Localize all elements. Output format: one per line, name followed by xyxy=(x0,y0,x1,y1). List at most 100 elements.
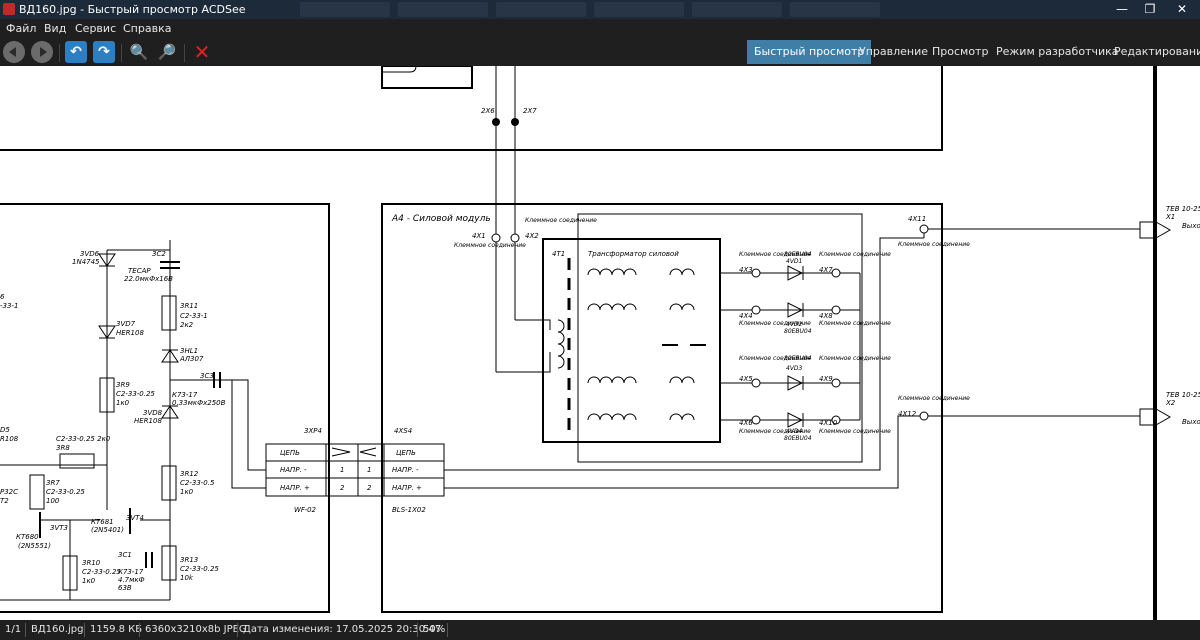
vd7-part: HER108 xyxy=(116,329,144,337)
zoom-in-icon[interactable]: 🔍 xyxy=(129,43,149,61)
socket-row-name: ЦЕПЬ xyxy=(396,449,416,457)
title-bar: ВД160.jpg - Быстрый просмотр ACDSee — ❐ … xyxy=(0,0,1200,19)
mode-edit[interactable]: Редактирование xyxy=(1114,45,1200,58)
diode2-in: 4X4 xyxy=(739,312,753,320)
r13-part: С2-33-0.25 xyxy=(180,565,219,573)
diode2-ref: 4VD2 xyxy=(786,321,803,328)
vt4-ref: 3VT4 xyxy=(126,514,144,522)
transformer-ref: 4T1 xyxy=(552,250,565,258)
diode2-part: 80EBU04 xyxy=(784,328,812,335)
minimize-button[interactable]: — xyxy=(1116,2,1128,16)
vt4-part: КТ681 xyxy=(91,518,114,526)
label-2x7: 2X7 xyxy=(523,107,537,115)
vt3-part: КТ680 xyxy=(16,533,39,541)
cut-text: D5 xyxy=(0,426,10,434)
plug-row-num: 1 xyxy=(340,466,344,474)
forward-icon[interactable] xyxy=(31,41,53,63)
cut-text: R108 xyxy=(0,435,19,443)
menu-file[interactable]: Файл xyxy=(6,22,37,35)
socket-part: BLS-1X02 xyxy=(392,506,426,514)
plug-row-num: 2 xyxy=(340,484,345,492)
cut-text: 6 xyxy=(0,293,5,301)
r7-part: С2-33-0.25 xyxy=(46,488,85,496)
socket-row-num: 2 xyxy=(367,484,372,492)
status-bar: 1/1 ВД160.jpg 1159.8 КБ 6360x3210x8b JPE… xyxy=(0,620,1200,640)
vt3-sub: (2N5551) xyxy=(18,542,51,550)
plug-row-name: НАПР. - xyxy=(280,466,307,474)
module-title: А4 - Силовой модуль xyxy=(391,214,491,224)
delete-icon[interactable]: ✕ xyxy=(193,40,211,64)
r9-val: 1к0 xyxy=(116,399,130,407)
r13-ref: 3R13 xyxy=(180,556,198,564)
mode-developer[interactable]: Режим разработчика xyxy=(996,45,1119,58)
menu-bar: Файл Вид Сервис Справка xyxy=(0,19,1200,38)
r11-part: С2-33-1 xyxy=(180,312,208,320)
r11-ref: 3R11 xyxy=(180,302,198,310)
output1-side: Выхо xyxy=(1182,222,1200,230)
menu-service[interactable]: Сервис xyxy=(75,22,117,35)
image-viewer-canvas[interactable]: 2X6 2X7 А4 - Силовой модуль 4X1 4X2 Клем… xyxy=(0,66,1200,620)
menu-help[interactable]: Справка xyxy=(123,22,172,35)
diode4-out: 4X10 xyxy=(819,419,838,427)
menu-view[interactable]: Вид xyxy=(44,22,67,35)
status-filesize: 1159.8 КБ xyxy=(90,624,143,635)
socket-row-name: НАПР. - xyxy=(392,466,419,474)
terminal-label-4x1: Клеммное соединение xyxy=(454,242,526,249)
terminal-label: Клеммное соединение xyxy=(898,395,970,402)
diode4-ref: 4VD4 xyxy=(786,428,803,435)
mode-view[interactable]: Просмотр xyxy=(932,45,989,58)
c1-ref: 3C1 xyxy=(118,551,132,559)
c2-ref: 3C2 xyxy=(152,250,166,258)
back-icon[interactable] xyxy=(3,41,25,63)
r10-ref: 3R10 xyxy=(82,559,101,567)
rotate-left-icon[interactable]: ↶ xyxy=(65,41,87,63)
terminal-label: Клеммное соединение xyxy=(898,241,970,248)
r10-part: С2-33-0.25 xyxy=(82,568,121,576)
plug-part: WF-02 xyxy=(294,506,317,514)
output1-label: ТЕВ 10-25 xyxy=(1166,205,1200,213)
mode-quick-view[interactable]: Быстрый просмотр xyxy=(747,40,872,64)
vd6-ref: 3VD6 xyxy=(80,250,100,258)
vd7-ref: 3VD7 xyxy=(116,320,136,328)
output1-pin: X1 xyxy=(1165,213,1175,221)
toolbar-separator xyxy=(59,44,60,62)
diode4-in: 4X6 xyxy=(739,419,753,427)
r7-ref: 3R7 xyxy=(46,479,60,487)
cut-text: P32C xyxy=(0,488,18,496)
r13-val: 10k xyxy=(180,574,194,582)
r12-val: 1к0 xyxy=(180,488,194,496)
socket-row-name: НАПР. + xyxy=(392,484,422,492)
transformer-name: Трансформатор силовой xyxy=(588,250,679,258)
r12-ref: 3R12 xyxy=(180,470,199,478)
label-4x11: 4X11 xyxy=(908,215,926,223)
terminal-label: Клеммное соединение xyxy=(819,428,891,435)
diode3-part: 80EBU04 xyxy=(784,355,812,362)
r8-ref: 3R8 xyxy=(56,444,70,452)
r9-part: С2-33-0.25 xyxy=(116,390,155,398)
terminal-label: Клеммное соединение xyxy=(739,251,811,258)
terminal-label: Клеммное соединение xyxy=(739,428,811,435)
close-button[interactable]: ✕ xyxy=(1176,2,1188,16)
rotate-right-icon[interactable]: ↷ xyxy=(93,41,115,63)
socket-row-num: 1 xyxy=(367,466,371,474)
diode3-in: 4X5 xyxy=(739,375,753,383)
maximize-button[interactable]: ❐ xyxy=(1144,2,1156,16)
output2-pin: X2 xyxy=(1165,399,1176,407)
r7-val: 100 xyxy=(46,497,60,505)
vd8-part: HER108 xyxy=(134,417,162,425)
diode2-out: 4X8 xyxy=(819,312,833,320)
diode1-ref: 4VD1 xyxy=(786,258,802,265)
diode1-in: 4X3 xyxy=(739,266,753,274)
diode3-out: 4X9 xyxy=(819,375,833,383)
window-title: ВД160.jpg - Быстрый просмотр ACDSee xyxy=(19,3,246,16)
plug-row-name: ЦЕПЬ xyxy=(280,449,300,457)
zoom-out-icon[interactable]: 🔎 xyxy=(157,43,177,61)
plug-ref: 3XP4 xyxy=(304,427,322,435)
toolbar-separator xyxy=(184,44,185,62)
label-2x6: 2X6 xyxy=(481,107,495,115)
diode4-part: 80EBU04 xyxy=(784,435,812,442)
r12-part: С2-33-0.5 xyxy=(180,479,215,487)
vt3-ref: 3VT3 xyxy=(50,524,68,532)
mode-manage[interactable]: Управление xyxy=(859,45,929,58)
toolbar-separator xyxy=(121,44,122,62)
